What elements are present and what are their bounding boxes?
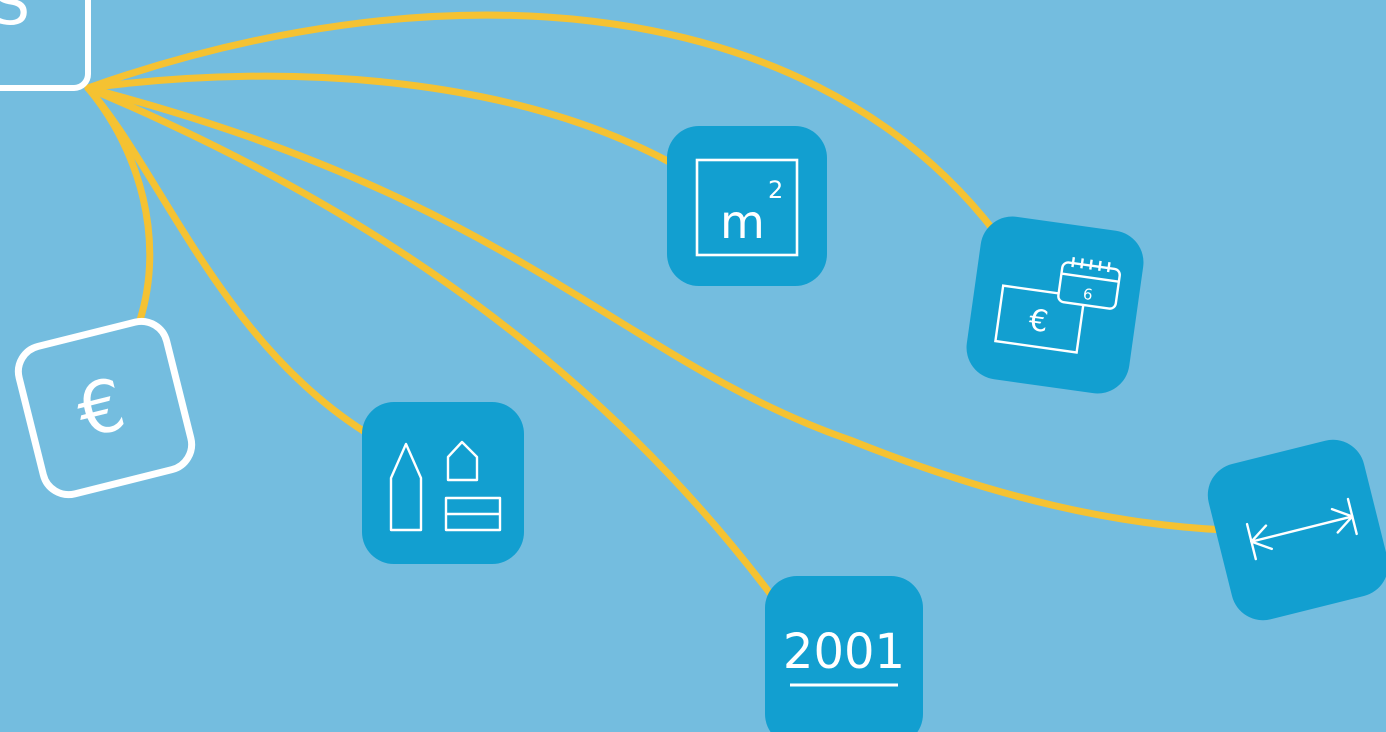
rent-calendar-icon [994,256,1121,354]
node-area: m 2 [667,126,827,286]
rent-euro-label: € [1027,303,1051,340]
connector-lines [84,11,1229,604]
euro-icon: € [68,362,133,455]
node-rent: € 6 [966,216,1144,394]
hub-letter: S [0,0,30,39]
hub-outline [0,0,91,91]
connector-year [84,84,779,604]
rent-tile [966,216,1144,394]
area-tile [667,126,827,286]
connector-rent [84,11,999,236]
area-superscript: 2 [768,176,783,204]
year-built-icon: 2001 [783,624,905,680]
buildings-icon [389,440,502,532]
distance-arrow-icon [1245,497,1358,561]
area-label: m [720,195,765,249]
connector-buildings [84,84,369,436]
node-buildings [362,402,524,564]
connector-distance [84,84,1229,534]
price-tile-outline [14,317,196,499]
connector-area [84,72,679,169]
rent-calendar-day: 6 [1082,285,1094,304]
buildings-tile [362,402,524,564]
hub-node: S [0,0,91,91]
year-tile [765,576,923,732]
node-price: € [14,317,196,499]
square-meters-icon [695,158,799,257]
node-year: 2001 [765,576,923,732]
node-distance [1207,439,1386,621]
